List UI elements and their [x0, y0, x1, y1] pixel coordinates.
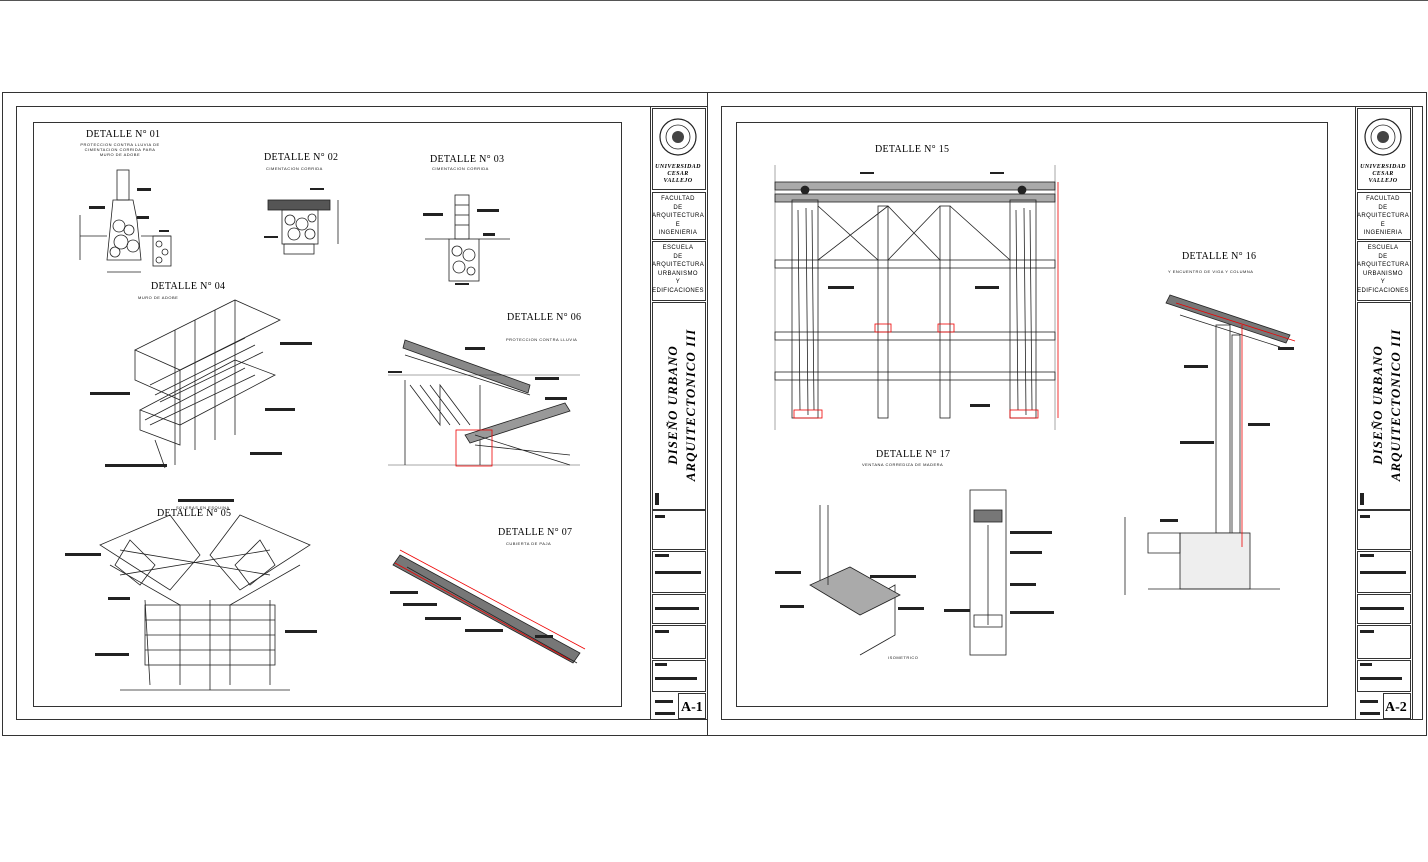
sheet-a1 — [2, 92, 708, 736]
detail-17-subtitle: VENTANA CORREDIZA DE MADERA — [862, 462, 944, 467]
tb-mark-a2-6 — [1360, 630, 1374, 633]
tb-row-1-a1 — [652, 510, 706, 550]
title-block-a2 — [1355, 106, 1413, 720]
detail-04-subtitle: MURO DE ADOBE — [138, 295, 179, 300]
course-box-a2 — [1357, 302, 1411, 510]
tb-mark-a2-2 — [1360, 515, 1370, 518]
tb-mark-a1-1 — [655, 493, 659, 505]
detail-15-drawing — [774, 165, 1059, 430]
tb-mark-a1-10 — [655, 712, 675, 715]
sheet-a2-drawing-frame — [736, 122, 1328, 707]
course-box-a1 — [652, 302, 706, 510]
detail-04-title: DETALLE N° 04 — [151, 281, 226, 292]
detail-02-title: DETALLE N° 02 — [264, 152, 339, 163]
tb-mark-a1-5 — [655, 607, 699, 610]
detail-15-title: DETALLE N° 15 — [875, 144, 950, 155]
tb-mark-a1-9 — [655, 700, 673, 703]
detail-17-title: DETALLE N° 17 — [876, 449, 951, 460]
detail-01-title: DETALLE N° 01 — [86, 129, 161, 140]
tb-row-3-a1 — [652, 594, 706, 624]
tb-row-2-a2 — [1357, 551, 1411, 593]
top-border-line — [0, 0, 1428, 1]
university-logo-a2 — [1364, 118, 1402, 156]
isometric-label: ISOMETRICO — [888, 655, 919, 660]
logo-box-a2 — [1357, 108, 1411, 190]
detail-16-drawing — [1124, 294, 1296, 595]
detail-03-title: DETALLE N° 03 — [430, 154, 505, 165]
tb-mark-a1-7 — [655, 663, 667, 666]
logo-box-a1 — [652, 108, 706, 190]
detail-06-drawing — [388, 339, 580, 467]
tb-mark-a1-4 — [655, 571, 701, 574]
school-box-a2 — [1357, 241, 1411, 301]
detail-16-subtitle: Y ENCUENTRO DE VIGA Y COLUMNA — [1168, 269, 1254, 274]
detail-02-subtitle: CIMENTACION CORRIDA — [266, 166, 323, 171]
detail-04-drawing — [90, 299, 312, 469]
detail-06-subtitle: PROTECCION CONTRA LLUVIA — [506, 337, 578, 342]
detail-07-drawing — [390, 549, 586, 664]
tb-mark-a2-7 — [1360, 663, 1372, 666]
sheet-number-a1: A-1 — [681, 700, 703, 715]
detail-06-title: DETALLE N° 06 — [507, 312, 582, 323]
detail-03-subtitle: CIMENTACION CORRIDA — [432, 166, 489, 171]
tb-mark-a1-3 — [655, 554, 669, 557]
tb-mark-a2-4 — [1360, 571, 1406, 574]
faculty-box-a1 — [652, 192, 706, 240]
tb-row-4-a2 — [1357, 625, 1411, 659]
tb-mark-a1-6 — [655, 630, 669, 633]
detail-07-subtitle: CUBIERTA DE PAJA — [506, 541, 552, 546]
tb-mark-a2-1 — [1360, 493, 1364, 505]
sheet-number-box-a2 — [1383, 693, 1411, 719]
detail-16-title: DETALLE N° 16 — [1182, 251, 1257, 262]
tb-mark-a2-3 — [1360, 554, 1374, 557]
detail-05-drawing — [65, 499, 317, 691]
tb-mark-a2-10 — [1360, 712, 1380, 715]
tb-mark-a2-9 — [1360, 700, 1378, 703]
tb-row-5-a1 — [652, 660, 706, 692]
tb-mark-a2-8 — [1360, 677, 1402, 680]
detail-01-subtitle: PROTECCION CONTRA LLUVIA DE CIMENTACION … — [80, 142, 160, 157]
sheet-a1-drawing-frame — [33, 122, 622, 707]
detail-05-subtitle: SOLERAS EN ESQUINA — [176, 505, 230, 510]
detail-07-title: DETALLE N° 07 — [498, 527, 573, 538]
detail-17-drawing — [775, 489, 1054, 656]
university-logo-a1 — [659, 118, 697, 156]
tb-row-5-a2 — [1357, 660, 1411, 692]
faculty-box-a2 — [1357, 192, 1411, 240]
sheet-number-box-a1 — [678, 693, 706, 719]
school-box-a1 — [652, 241, 706, 301]
detail-05-title: DETALLE N° 05 — [157, 508, 232, 519]
detail-02-drawing — [264, 188, 339, 255]
sheet-a2-inner-border — [721, 106, 1423, 720]
sheet-number-a2: A-2 — [1385, 700, 1407, 715]
tb-row-2-a1 — [652, 551, 706, 593]
tb-mark-a1-2 — [655, 515, 665, 518]
tb-row-1-a2 — [1357, 510, 1411, 550]
tb-mark-a1-8 — [655, 677, 697, 680]
tb-row-3-a2 — [1357, 594, 1411, 624]
detail-01-drawing — [79, 169, 172, 273]
tb-row-4-a1 — [652, 625, 706, 659]
tb-mark-a2-5 — [1360, 607, 1404, 610]
detail-03-drawing — [423, 194, 510, 285]
